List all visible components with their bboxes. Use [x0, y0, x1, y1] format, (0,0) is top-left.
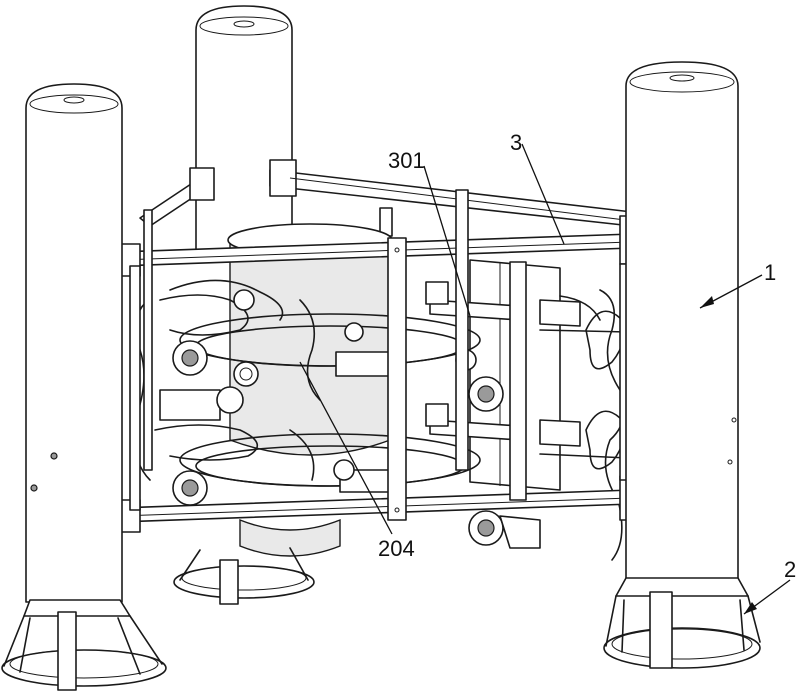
label-3: 3	[510, 130, 522, 155]
label-301: 301	[388, 148, 425, 173]
label-1: 1	[764, 260, 776, 285]
left-foot-skirt	[1, 599, 167, 691]
arrow-2	[744, 602, 757, 614]
right-foot-skirt	[603, 577, 761, 669]
reference-labels: 1 2 3 301 204	[378, 130, 796, 582]
label-204: 204	[378, 536, 415, 561]
arrow-1	[700, 296, 714, 308]
label-2: 2	[784, 557, 796, 582]
leader-301	[423, 165, 471, 317]
left-buoyancy-column	[25, 83, 123, 603]
right-buoyancy-column	[625, 61, 739, 583]
leader-204	[299, 361, 393, 535]
rear-foot-skirt	[173, 547, 315, 605]
front-frame	[117, 189, 637, 533]
leader-lines	[299, 143, 791, 615]
leader-3	[521, 143, 565, 245]
rear-buoyancy-column	[195, 5, 293, 251]
